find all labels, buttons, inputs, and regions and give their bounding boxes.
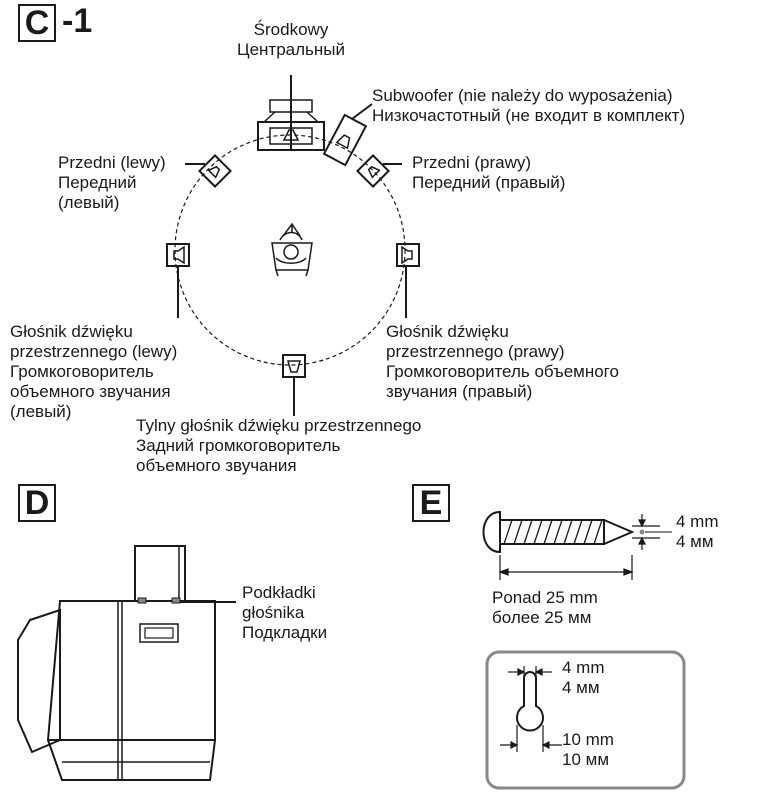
screw-length-label: Ponad 25 mm более 25 мм	[492, 588, 598, 627]
keyhole-panel	[485, 650, 686, 790]
subwoofer-icon	[322, 113, 368, 167]
center-label: Środkowy Центральный	[237, 20, 345, 59]
screw-diameter-dimension	[632, 514, 672, 550]
hole-large-label: 10 mm 10 мм	[562, 730, 614, 769]
keyhole-icon	[516, 671, 544, 732]
front-left-speaker-icon	[198, 154, 232, 188]
subwoofer-label: Subwoofer (nie należy do wyposażenia) Ни…	[372, 86, 686, 125]
screw-diameter-label: 4 mm 4 мм	[676, 512, 719, 551]
section-c-badge: C	[18, 4, 56, 42]
subwoofer-leader	[351, 103, 373, 120]
tv-side-view	[17, 545, 216, 781]
pads-label: Podkładki głośnika Подкладки	[242, 583, 328, 642]
section-c-suffix: -1	[62, 2, 93, 40]
surround-left-label: Głośnik dźwięku przestrzennego (lewy) Гр…	[10, 322, 178, 421]
front-right-label: Przedni (prawy) Передний (правый)	[412, 153, 566, 192]
surround-left-speaker-icon	[166, 243, 190, 318]
front-right-speaker-icon	[356, 154, 390, 188]
section-e-badge: E	[412, 484, 450, 522]
rear-label: Tylny głośnik dźwięku przestrzennego Зад…	[136, 416, 422, 475]
screw-length-dimension	[498, 555, 634, 580]
hole-small-label: 4 mm 4 мм	[562, 658, 605, 697]
surround-right-speaker-icon	[396, 243, 420, 318]
section-d-badge: D	[18, 484, 56, 522]
speaker-pad-left	[137, 597, 147, 604]
surround-right-label: Głośnik dźwięku przestrzennego (prawy) Г…	[386, 322, 619, 401]
listener-icon	[271, 222, 313, 277]
rear-speaker-icon	[282, 354, 306, 416]
front-left-label: Przedni (lewy) Передний (левый)	[58, 153, 166, 212]
center-speaker-icon	[257, 75, 325, 151]
screw-icon	[482, 510, 635, 554]
speaker-pad-right	[171, 597, 181, 604]
keyhole-dimensions	[500, 666, 562, 752]
